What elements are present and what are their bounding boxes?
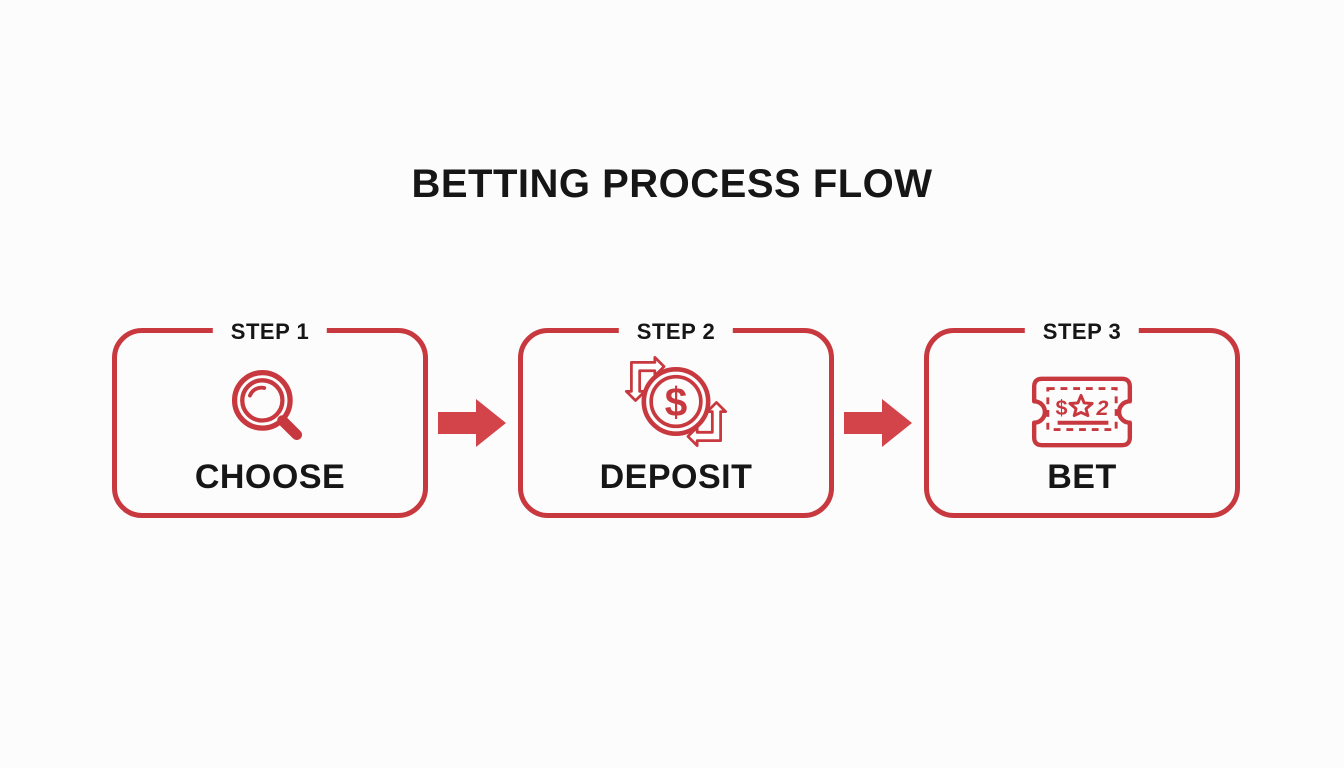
flow-arrow-icon: [438, 393, 508, 453]
step-label-1: STEP 1: [212, 317, 328, 347]
diagram-title: BETTING PROCESS FLOW: [411, 162, 933, 206]
step-label-3: STEP 3: [1024, 317, 1140, 347]
ticket-number: 2: [1096, 396, 1109, 420]
right-arrow-svg: [438, 399, 506, 447]
process-flow: STEP 1 CHOOSE STEP 2: [112, 317, 1240, 518]
money-transfer-icon: $: [617, 350, 735, 453]
step-box-bet: STEP 3 $ 2 BET: [924, 317, 1240, 518]
step-name-bet: BET: [1047, 458, 1117, 496]
magnifying-glass-svg: [231, 370, 303, 441]
flow-arrow-icon: [844, 393, 914, 453]
step-box-deposit: STEP 2 $ DEPOSIT: [518, 317, 834, 518]
ticket-dollar-symbol: $: [1056, 396, 1068, 420]
step-box-choose: STEP 1 CHOOSE: [112, 317, 428, 518]
step-label-2: STEP 2: [618, 317, 734, 347]
step-name-deposit: DEPOSIT: [599, 458, 753, 496]
money-transfer-svg: $: [624, 355, 728, 448]
step-name-choose: CHOOSE: [194, 458, 346, 496]
coin-dollar-symbol: $: [665, 379, 688, 425]
right-arrow-svg: [844, 399, 912, 447]
bet-ticket-icon: $ 2: [1018, 371, 1146, 453]
magnifying-glass-icon: [222, 365, 318, 453]
bet-ticket-svg: $ 2: [1031, 376, 1133, 448]
